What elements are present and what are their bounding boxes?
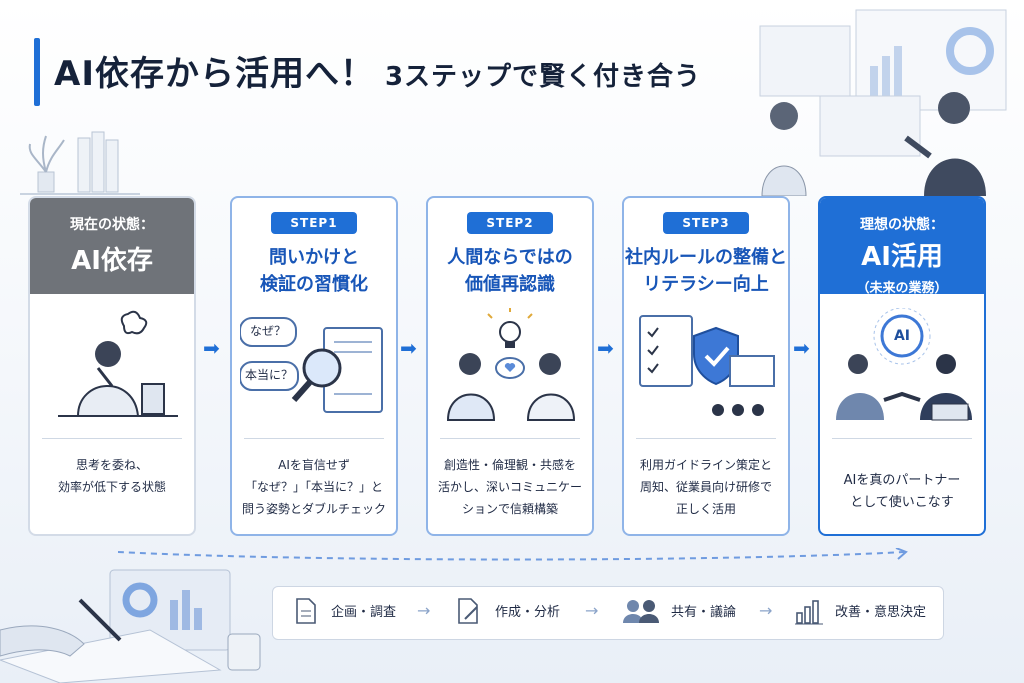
arrow-right-icon: ➡ bbox=[400, 336, 417, 360]
handshake-ai-icon bbox=[836, 308, 972, 421]
step3-badge: STEP3 bbox=[663, 212, 749, 234]
workflow-bar: 企画・調査 → 作成・分析 → 共有・議論 → 改善・意思決定 bbox=[272, 586, 944, 640]
arrow-right-icon: → bbox=[759, 601, 773, 620]
card-divider bbox=[636, 438, 776, 439]
arrow-right-icon: ➡ bbox=[203, 336, 220, 360]
title-sub: 3ステップで賢く付き合う bbox=[384, 62, 702, 92]
bubble-naze: なぜ？ bbox=[249, 324, 286, 338]
card-divider bbox=[440, 438, 580, 439]
arrow-right-icon: ➡ bbox=[793, 336, 810, 360]
people-icon bbox=[623, 600, 659, 623]
ideal-state-title: AI活用 bbox=[861, 242, 943, 272]
arrow-right-icon: → bbox=[585, 601, 599, 620]
current-state-card: 現在の状態： AI依存 思考を委ね、 効率が低下する状態 bbox=[28, 196, 196, 536]
ideal-state-label: 理想の状態： bbox=[860, 217, 944, 233]
ai-text-icon: AI bbox=[893, 328, 911, 344]
step2-title: 人間ならではの 価値再認識 bbox=[447, 247, 573, 295]
step1-card: STEP1 問いかけと 検証の習慣化 なぜ？ 本当に？ AIを盲信せず 「なぜ？… bbox=[230, 196, 398, 536]
stressed-worker-icon bbox=[58, 310, 178, 417]
checklist-shield-icon bbox=[639, 315, 775, 416]
current-state-header: 現在の状態： AI依存 bbox=[30, 198, 194, 294]
ideal-state-card: 理想の状態： AI活用 （未来の業務） AI AIを真のパートナー として使いこ… bbox=[818, 196, 986, 536]
flow-step-planning: 企画・調査 bbox=[331, 605, 397, 620]
flow-step-sharing: 共有・議論 bbox=[671, 605, 737, 620]
ideal-state-header: 理想の状態： AI活用 （未来の業務） bbox=[820, 198, 984, 296]
team-meeting-illustration bbox=[759, 9, 1007, 196]
current-state-title: AI依存 bbox=[71, 246, 153, 276]
step1-title: 問いかけと 検証の習慣化 bbox=[260, 247, 368, 295]
title-main: AI依存から活用へ！ bbox=[54, 54, 375, 94]
office-shelf-illustration bbox=[20, 131, 140, 195]
step3-description: 利用ガイドライン策定と 周知、従業員向け研修で 正しく活用 bbox=[639, 458, 772, 516]
ideal-state-subtitle: （未来の業務） bbox=[856, 281, 948, 296]
bar-chart-icon bbox=[795, 600, 823, 625]
magnifier-document-icon bbox=[240, 317, 383, 413]
card-divider bbox=[832, 438, 972, 439]
desk-workspace-illustration bbox=[0, 569, 261, 683]
step2-description: 創造性・倫理観・共感を 活かし、深いコミュニケー ションで信頼構築 bbox=[437, 458, 582, 516]
title-accent-bar bbox=[34, 38, 40, 106]
bubble-hontouni: 本当に？ bbox=[244, 368, 293, 382]
ideal-state-description: AIを真のパートナー として使いこなす bbox=[843, 473, 961, 510]
document-icon bbox=[296, 598, 316, 624]
conversation-heart-icon bbox=[446, 308, 576, 421]
progress-dashed-arrow bbox=[118, 548, 908, 561]
card-divider bbox=[244, 438, 384, 439]
step1-badge: STEP1 bbox=[271, 212, 357, 234]
card-divider bbox=[42, 438, 182, 439]
flow-step-improvement: 改善・意思決定 bbox=[835, 605, 927, 620]
step3-title: 社内ルールの整備と リテラシー向上 bbox=[625, 247, 787, 295]
current-state-description: 思考を委ね、 効率が低下する状態 bbox=[57, 458, 166, 494]
page-title: AI依存から活用へ！ 3ステップで賢く付き合う bbox=[54, 46, 701, 95]
arrow-right-icon: → bbox=[417, 601, 431, 620]
flow-step-creation: 作成・分析 bbox=[495, 605, 561, 620]
step2-card: STEP2 人間ならではの 価値再認識 創造性・倫理観・共感を 活かし、深いコミ… bbox=[426, 196, 594, 536]
step1-description: AIを盲信せず 「なぜ？」「本当に？」と 問う姿勢とダブルチェック bbox=[241, 458, 386, 516]
step3-card: STEP3 社内ルールの整備と リテラシー向上 利用ガイドライン策定と 周知、従… bbox=[622, 196, 790, 536]
step2-badge: STEP2 bbox=[467, 212, 553, 234]
arrow-right-icon: ➡ bbox=[597, 336, 614, 360]
current-state-label: 現在の状態： bbox=[70, 217, 154, 233]
edit-document-icon bbox=[458, 598, 478, 624]
